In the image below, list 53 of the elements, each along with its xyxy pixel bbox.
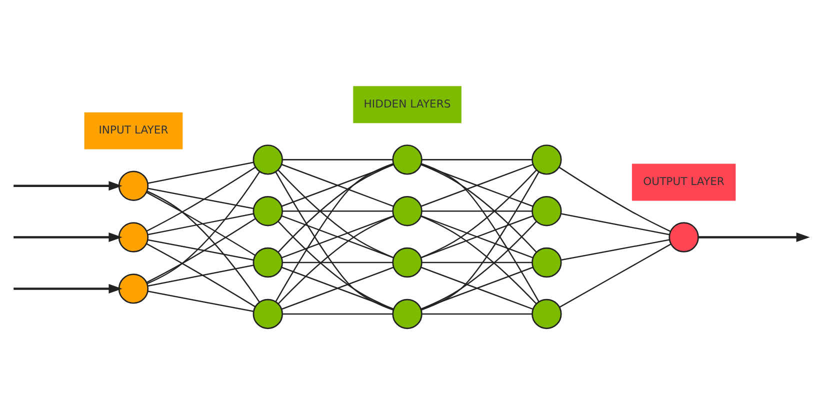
connector <box>420 215 533 258</box>
connector <box>146 243 256 308</box>
node-circle <box>392 144 422 175</box>
connector <box>282 210 393 212</box>
connector <box>148 188 254 210</box>
node-circle <box>252 298 284 330</box>
connector <box>148 162 254 184</box>
connector <box>146 192 256 256</box>
connector <box>282 164 394 207</box>
node-circle <box>532 196 562 226</box>
node-circle <box>668 222 699 252</box>
node-circle <box>118 274 149 304</box>
connector <box>422 313 532 315</box>
connector <box>282 262 393 264</box>
connector <box>560 239 670 261</box>
connector <box>558 166 671 232</box>
arrow <box>698 232 810 242</box>
connector <box>146 166 256 232</box>
connector <box>282 313 393 315</box>
node-circle <box>532 144 562 175</box>
node-circle <box>118 222 149 252</box>
node-circle <box>392 247 422 278</box>
node-box: OUTPUT LAYER <box>632 164 736 201</box>
connector <box>420 266 533 310</box>
arrow <box>14 181 122 191</box>
arrow <box>14 284 122 294</box>
connector <box>282 215 394 258</box>
connector <box>422 210 532 212</box>
connector <box>560 213 670 236</box>
arrow <box>14 232 122 242</box>
node-circle <box>118 170 149 201</box>
node-box: HIDDEN LAYERS <box>353 86 462 124</box>
connector <box>148 264 254 287</box>
connector <box>282 159 393 160</box>
node-circle <box>252 196 284 226</box>
node-circle <box>392 196 422 226</box>
connector <box>146 218 256 284</box>
node-circle <box>252 247 284 278</box>
connector <box>147 171 260 284</box>
connector <box>148 239 254 261</box>
connector <box>146 190 260 302</box>
node-box: INPUT LAYER <box>84 112 183 150</box>
connector <box>559 244 672 308</box>
node-circle <box>392 298 422 330</box>
node-circle <box>252 144 284 175</box>
connector <box>422 262 532 264</box>
connector <box>422 159 532 160</box>
node-circle <box>532 298 562 330</box>
connector <box>420 164 533 207</box>
node-circle <box>532 247 562 278</box>
connector <box>282 266 394 310</box>
connector <box>148 213 254 236</box>
connector <box>148 290 254 312</box>
